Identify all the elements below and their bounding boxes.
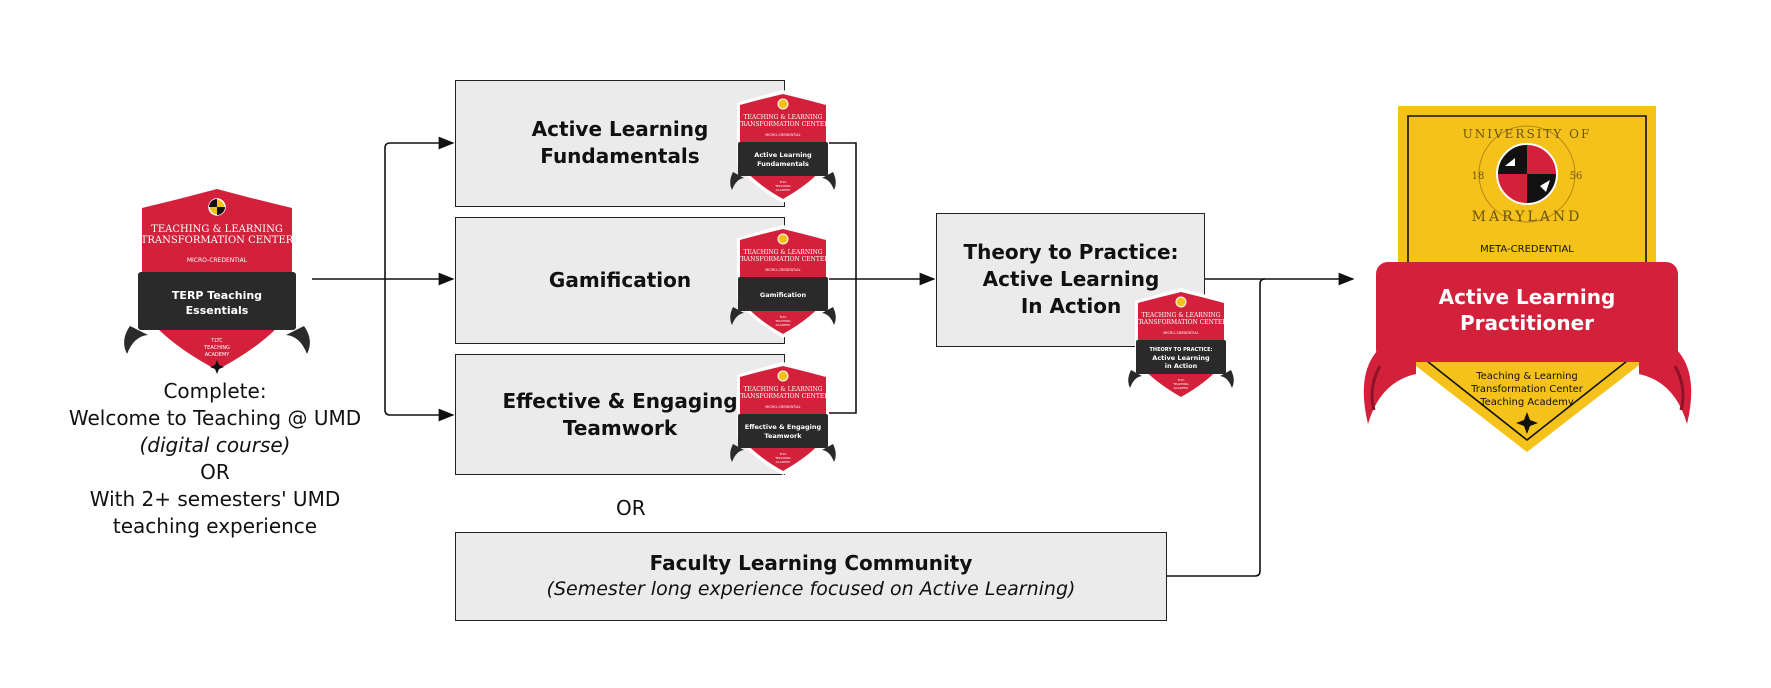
svg-text:Gamification: Gamification: [760, 291, 807, 299]
umd-logo-icon: [1176, 297, 1186, 307]
svg-text:MICRO-CREDENTIAL: MICRO-CREDENTIAL: [765, 405, 800, 409]
svg-text:TRANSFORMATION CENTER: TRANSFORMATION CENTER: [737, 256, 829, 263]
faculty-community-box: [455, 532, 1167, 621]
svg-text:ACADEMY: ACADEMY: [776, 323, 791, 327]
faculty-community-subtitle: (Semester long experience focused on Act…: [455, 578, 1167, 600]
req-line-6: teaching experience: [40, 513, 390, 540]
svg-text:MARYLAND: MARYLAND: [1472, 209, 1583, 225]
svg-text:ACADEMY: ACADEMY: [205, 352, 231, 358]
svg-text:TEACHING & LEARNING: TEACHING & LEARNING: [744, 114, 823, 121]
svg-text:THEORY TO PRACTICE:: THEORY TO PRACTICE:: [1149, 347, 1212, 353]
svg-text:MICRO-CREDENTIAL: MICRO-CREDENTIAL: [187, 257, 248, 264]
entry-badge: TEACHING & LEARNING TRANSFORMATION CENTE…: [124, 182, 310, 378]
svg-text:Teaching & Learning: Teaching & Learning: [1475, 371, 1578, 382]
module-title-active-learning-fundamentals: Active Learning Fundamentals: [495, 116, 745, 170]
svg-text:18: 18: [1472, 171, 1485, 182]
svg-text:TEACHING: TEACHING: [203, 345, 230, 351]
svg-text:TRANSFORMATION CENTER: TRANSFORMATION CENTER: [1135, 319, 1227, 326]
svg-text:META-CREDENTIAL: META-CREDENTIAL: [1480, 244, 1574, 255]
svg-text:Teaching Academy: Teaching Academy: [1479, 397, 1574, 408]
svg-text:ACADEMY: ACADEMY: [1174, 386, 1189, 390]
svg-text:ACADEMY: ACADEMY: [776, 188, 791, 192]
umd-logo-icon: [778, 99, 788, 109]
svg-text:TRANSFORMATION CENTER: TRANSFORMATION CENTER: [141, 235, 294, 246]
svg-text:TEACHING & LEARNING: TEACHING & LEARNING: [744, 386, 823, 393]
svg-text:TRANSFORMATION CENTER: TRANSFORMATION CENTER: [737, 393, 829, 400]
svg-text:MICRO-CREDENTIAL: MICRO-CREDENTIAL: [1163, 331, 1198, 335]
meta-credential-badge: UNIVERSITY OF MARYLAND 18 56 META-CREDEN…: [1360, 106, 1695, 454]
svg-text:TEACHING & LEARNING: TEACHING & LEARNING: [151, 224, 283, 235]
entry-badge-graphic: TEACHING & LEARNING TRANSFORMATION CENTE…: [124, 182, 310, 378]
svg-text:MICRO-CREDENTIAL: MICRO-CREDENTIAL: [765, 133, 800, 137]
svg-text:in Action: in Action: [1165, 362, 1198, 370]
svg-text:MICRO-CREDENTIAL: MICRO-CREDENTIAL: [765, 268, 800, 272]
svg-text:UNIVERSITY OF: UNIVERSITY OF: [1463, 127, 1592, 141]
req-line-1: Complete:: [40, 378, 390, 405]
svg-text:Practitioner: Practitioner: [1460, 311, 1594, 335]
svg-text:Active Learning: Active Learning: [754, 151, 812, 159]
umd-logo-icon: [778, 371, 788, 381]
svg-text:Fundamentals: Fundamentals: [757, 160, 809, 168]
svg-text:TEACHING & LEARNING: TEACHING & LEARNING: [1142, 312, 1221, 319]
or-label: OR: [616, 496, 646, 520]
svg-text:Effective & Engaging: Effective & Engaging: [745, 423, 822, 431]
svg-text:TRANSFORMATION CENTER: TRANSFORMATION CENTER: [737, 121, 829, 128]
module-title-gamification: Gamification: [495, 267, 745, 294]
meta-credential-badge-graphic: UNIVERSITY OF MARYLAND 18 56 META-CREDEN…: [1360, 106, 1695, 454]
svg-text:Active Learning: Active Learning: [1439, 285, 1616, 309]
faculty-community-title: Faculty Learning Community: [455, 551, 1167, 575]
svg-text:56: 56: [1570, 171, 1583, 182]
svg-text:TLTC: TLTC: [210, 338, 223, 344]
svg-text:ACADEMY: ACADEMY: [776, 460, 791, 464]
req-line-5: With 2+ semesters' UMD: [40, 486, 390, 513]
svg-text:Transformation Center: Transformation Center: [1470, 384, 1584, 395]
umd-logo-icon: [778, 234, 788, 244]
svg-text:TERP Teaching: TERP Teaching: [172, 289, 262, 302]
svg-text:Essentials: Essentials: [186, 304, 249, 317]
svg-text:TEACHING & LEARNING: TEACHING & LEARNING: [744, 249, 823, 256]
req-line-2: Welcome to Teaching @ UMD: [40, 405, 390, 432]
svg-text:Active Learning: Active Learning: [1152, 354, 1210, 362]
connector-entry-to-fundamentals: [385, 143, 453, 279]
connector-entry-to-teamwork: [385, 279, 453, 415]
svg-text:Teamwork: Teamwork: [764, 432, 802, 440]
req-line-3: (digital course): [40, 432, 390, 459]
module-title-effective-engaging-teamwork: Effective & Engaging Teamwork: [495, 388, 745, 442]
req-line-4: OR: [40, 459, 390, 486]
entry-requirements: Complete: Welcome to Teaching @ UMD (dig…: [40, 378, 390, 540]
